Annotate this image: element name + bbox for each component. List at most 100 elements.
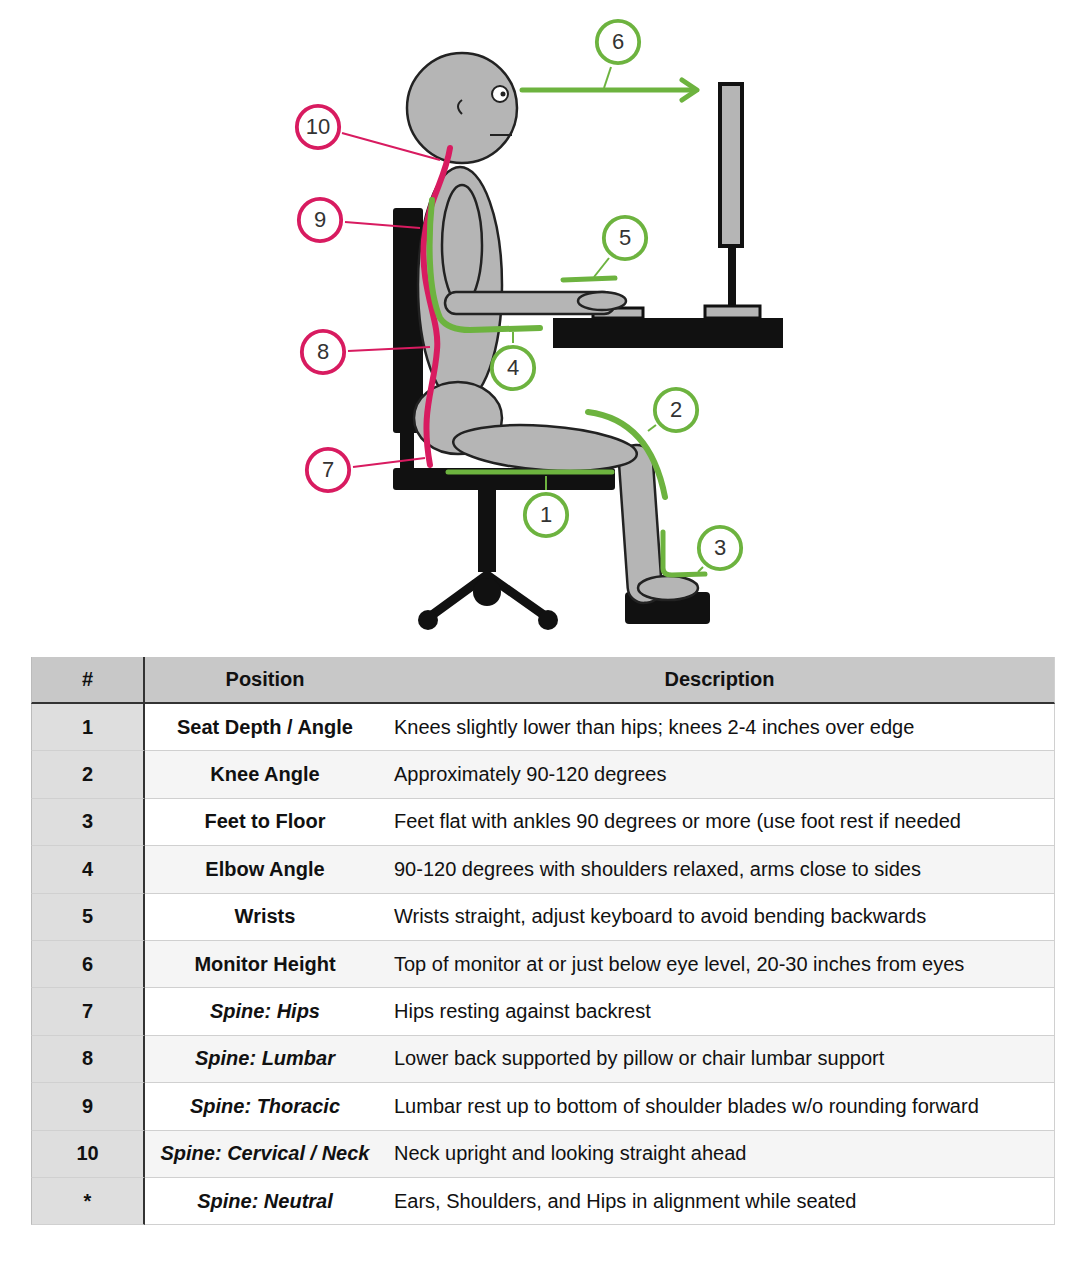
- cell-text: Feet to Floor: [204, 810, 325, 833]
- callout-circle: 7: [303, 445, 353, 495]
- table-cell: Top of monitor at or just below eye leve…: [385, 941, 1055, 988]
- leader-line: [342, 133, 440, 160]
- table-cell: *: [31, 1178, 145, 1225]
- table-cell: Lumbar rest up to bottom of shoulder bla…: [385, 1083, 1055, 1130]
- table-cell: Approximately 90-120 degrees: [385, 751, 1055, 798]
- cell-text: 90-120 degrees with shoulders relaxed, a…: [394, 858, 921, 881]
- chair-wheel: [538, 610, 558, 630]
- table-cell: Elbow Angle: [145, 846, 385, 893]
- table-cell: Feet flat with ankles 90 degrees or more…: [385, 799, 1055, 846]
- callout-ring-outline: [299, 199, 341, 241]
- table-cell: 9: [31, 1083, 145, 1130]
- leader-line: [353, 458, 425, 467]
- callout-number: 4: [507, 357, 519, 379]
- cell-text: 9: [82, 1095, 93, 1118]
- cell-text: Lumbar rest up to bottom of shoulder bla…: [394, 1095, 979, 1118]
- table-header-cell: Position: [145, 657, 385, 704]
- chair-seat: [393, 468, 615, 490]
- callout-ring-outline: [604, 217, 646, 259]
- cell-text: Ears, Shoulders, and Hips in alignment w…: [394, 1190, 856, 1213]
- cell-text: Spine: Cervical / Neck: [161, 1142, 370, 1165]
- hand: [578, 292, 626, 310]
- cell-text: Spine: Thoracic: [190, 1095, 340, 1118]
- cell-text: Spine: Neutral: [197, 1190, 333, 1213]
- callout-circle: 4: [488, 343, 538, 393]
- knee-guide: [588, 412, 665, 497]
- table-cell: Spine: Neutral: [145, 1178, 385, 1225]
- thigh: [452, 420, 639, 477]
- table-cell: 1: [31, 704, 145, 751]
- callout-number: 3: [714, 537, 726, 559]
- callout-circle: 5: [600, 213, 650, 263]
- callout-ring-outline: [597, 21, 639, 63]
- callout-ring-outline: [525, 494, 567, 536]
- cell-text: Description: [664, 668, 774, 691]
- elbow-guide: [430, 200, 540, 330]
- chair-wheel: [473, 578, 501, 606]
- leader-line: [594, 258, 609, 277]
- table-cell: 3: [31, 799, 145, 846]
- ear: [458, 100, 462, 114]
- cell-text: Monitor Height: [194, 953, 335, 976]
- callout-ring-outline: [655, 389, 697, 431]
- mouth: [490, 134, 512, 136]
- callout-number: 2: [670, 399, 682, 421]
- callout-number: 8: [317, 341, 329, 363]
- table-cell: Spine: Cervical / Neck: [145, 1131, 385, 1178]
- table-cell: 5: [31, 894, 145, 941]
- illustration: [0, 0, 1084, 650]
- monitor-neck: [728, 246, 736, 308]
- cell-text: Position: [226, 668, 305, 691]
- table-cell: Ears, Shoulders, and Hips in alignment w…: [385, 1178, 1055, 1225]
- foot: [638, 576, 698, 600]
- table-header-cell: Description: [385, 657, 1055, 704]
- cell-text: Spine: Lumbar: [195, 1047, 335, 1070]
- table-cell: Neck upright and looking straight ahead: [385, 1131, 1055, 1178]
- callout-number: 7: [322, 459, 334, 481]
- sight-line: [522, 88, 694, 93]
- cell-text: Elbow Angle: [205, 858, 324, 881]
- leader-line: [604, 67, 611, 88]
- cell-text: Seat Depth / Angle: [177, 716, 353, 739]
- table-cell: Wrists straight, adjust keyboard to avoi…: [385, 894, 1055, 941]
- chair-wheel: [418, 610, 438, 630]
- callout-circle: 9: [295, 195, 345, 245]
- upper-arm: [442, 185, 482, 305]
- monitor-screen: [720, 84, 742, 246]
- cell-text: Neck upright and looking straight ahead: [394, 1142, 746, 1165]
- cell-text: Knee Angle: [210, 763, 319, 786]
- callout-ring-outline: [492, 347, 534, 389]
- cell-text: Approximately 90-120 degrees: [394, 763, 666, 786]
- table-cell: 10: [31, 1131, 145, 1178]
- table-cell: Spine: Thoracic: [145, 1083, 385, 1130]
- cell-text: #: [82, 668, 93, 691]
- table-cell: Hips resting against backrest: [385, 988, 1055, 1035]
- callout-number: 1: [540, 504, 552, 526]
- cell-text: Top of monitor at or just below eye leve…: [394, 953, 964, 976]
- table-cell: Wrists: [145, 894, 385, 941]
- cell-text: Feet flat with ankles 90 degrees or more…: [394, 810, 961, 833]
- leader-line: [345, 222, 420, 228]
- cell-text: Wrists: [235, 905, 296, 928]
- callout-circle: 6: [593, 17, 643, 67]
- table-cell: 8: [31, 1036, 145, 1083]
- cell-text: 4: [82, 858, 93, 881]
- callout-circle: 3: [695, 523, 745, 573]
- callout-ring-outline: [699, 527, 741, 569]
- table-cell: Seat Depth / Angle: [145, 704, 385, 751]
- cell-text: Spine: Hips: [210, 1000, 320, 1023]
- cell-text: Lower back supported by pillow or chair …: [394, 1047, 884, 1070]
- pupil: [501, 92, 506, 97]
- chair-post: [478, 490, 496, 572]
- callout-circle: 2: [651, 385, 701, 435]
- cell-text: 1: [82, 716, 93, 739]
- cell-text: *: [84, 1190, 92, 1213]
- leader-line: [648, 425, 656, 431]
- callout-ring-outline: [307, 449, 349, 491]
- callout-circle: 1: [521, 490, 571, 540]
- chair-base: [428, 575, 548, 618]
- table-cell: Feet to Floor: [145, 799, 385, 846]
- monitor-base: [705, 306, 760, 318]
- callout-ring-outline: [297, 106, 339, 148]
